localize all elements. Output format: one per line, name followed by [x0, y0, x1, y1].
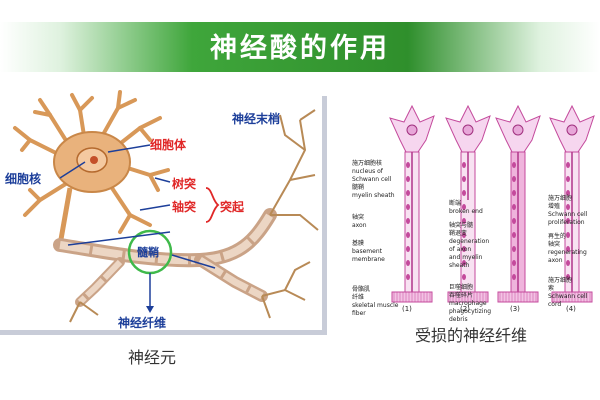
annotations-right: 施万细胞 增殖 Schwann cell proliferation 再生的 轴…	[548, 195, 588, 308]
fiber-column-2	[445, 104, 491, 303]
panel-number-2: (2)	[460, 305, 470, 313]
annotations-left: 施万细胞核 nucleus of Schwann cell 髓鞘 myelin …	[352, 160, 399, 317]
label-pointers	[59, 144, 216, 308]
label-process: 突起	[220, 200, 245, 214]
panel-number-1: (1)	[402, 305, 412, 313]
nucleolus-shape	[90, 156, 98, 164]
fiber-column-4	[549, 104, 595, 303]
caption-neuron: 神经元	[128, 348, 177, 367]
label-myelin: 髓鞘	[137, 246, 159, 259]
fiber-column-1	[389, 104, 435, 303]
caption-damaged-fiber: 受损的神经纤维	[415, 326, 528, 345]
damaged-fiber-illustration	[389, 104, 595, 303]
label-axon: 轴突	[172, 200, 197, 214]
neuron-illustration	[13, 90, 319, 323]
fiber-column-3	[495, 104, 541, 303]
process-brace	[205, 187, 220, 223]
myelinated-axon	[53, 208, 277, 307]
page-title: 神经酸的作用	[210, 33, 390, 64]
label-cell-body: 细胞体	[150, 138, 187, 152]
panel-number-4: (4)	[566, 305, 576, 313]
label-nerve-fiber: 神经纤维	[118, 316, 167, 330]
nerve-terminals	[69, 109, 319, 323]
title-banner	[0, 22, 600, 72]
label-nucleus: 细胞核	[5, 172, 42, 186]
label-dendrite: 树突	[172, 177, 197, 191]
label-nerve-terminal: 神经末梢	[232, 112, 281, 126]
panel-number-3: (3)	[510, 305, 520, 313]
annotations-mid: 断端 broken end 轴突与髓 鞘退变 degeneration of a…	[449, 200, 492, 323]
fiber-column	[389, 104, 595, 303]
